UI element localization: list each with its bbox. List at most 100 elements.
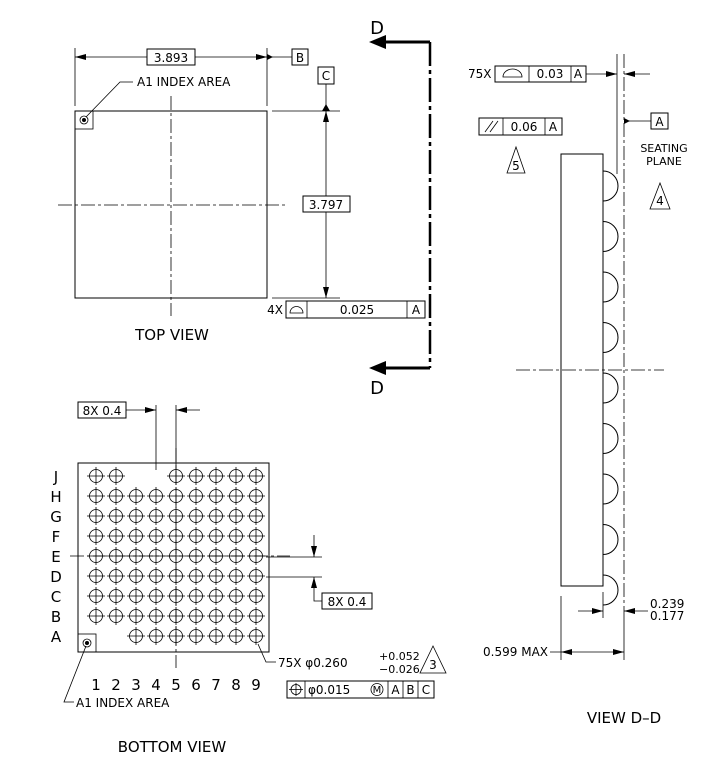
datum-b-triangle [267, 54, 273, 60]
solder-ball [127, 507, 145, 525]
solder-ball [87, 527, 105, 545]
solder-ball [227, 467, 245, 485]
solder-ball [207, 467, 225, 485]
col-label: 9 [251, 676, 261, 694]
solder-ball [227, 587, 245, 605]
section-arrow-top [369, 35, 386, 49]
ball-note-tol-plus: +0.052 [379, 650, 420, 663]
datum-b-text: B [296, 51, 304, 65]
max-height-arrow-left [561, 649, 572, 655]
solder-ball [127, 567, 145, 585]
solder-ball [147, 527, 165, 545]
solder-ball [107, 527, 125, 545]
solder-ball [187, 467, 205, 485]
solder-ball [227, 507, 245, 525]
side-solder-ball [602, 271, 619, 303]
solder-ball [187, 527, 205, 545]
solder-ball [207, 607, 225, 625]
seating-plane-label-1: SEATING [640, 142, 687, 155]
solder-ball [247, 507, 265, 525]
solder-ball [87, 507, 105, 525]
pitch-y-leader-bottom [313, 577, 322, 602]
bottom-a1-circle [82, 638, 92, 648]
side-view-label: VIEW D–D [587, 709, 661, 727]
col-label: 1 [91, 676, 101, 694]
max-height-arrow-right [613, 649, 624, 655]
height-dim-box [302, 195, 351, 213]
col-label: 8 [231, 676, 241, 694]
side-profile-arrow-right [624, 71, 635, 77]
flatness-count: 4X [267, 303, 283, 317]
ball-note-tol-minus: −0.026 [379, 663, 420, 676]
side-solder-ball [602, 423, 619, 454]
max-height-text: 0.599 MAX [483, 645, 548, 659]
pitch-x-arrow-right [176, 407, 187, 413]
pitch-y-arrow-bottom [311, 577, 317, 588]
side-profile-value: 0.03 [537, 67, 564, 81]
position-frame [286, 680, 435, 699]
col-label: 3 [131, 676, 141, 694]
datum-a-box [650, 112, 669, 130]
solder-ball [147, 487, 165, 505]
profile-surface-icon-side [502, 68, 523, 78]
solder-ball [107, 507, 125, 525]
pitch-x-arrow-left [145, 407, 156, 413]
side-solder-ball [602, 473, 619, 505]
solder-ball [127, 587, 145, 605]
solder-ball [87, 487, 105, 505]
ball-grid [70, 448, 290, 668]
col-label: 4 [151, 676, 161, 694]
ball-note-leader [257, 643, 276, 663]
note-3-text: 3 [429, 658, 437, 672]
datum-a-triangle [624, 118, 630, 124]
row-label: D [50, 568, 62, 586]
solder-ball [107, 587, 125, 605]
solder-ball [227, 527, 245, 545]
datum-c-box [317, 66, 335, 85]
solder-ball [227, 567, 245, 585]
index-area-leader [85, 81, 133, 118]
bottom-a1-dot [85, 641, 89, 645]
bottom-view-body [77, 462, 270, 653]
row-label: G [50, 508, 62, 526]
row-label: J [53, 468, 58, 486]
bottom-a1-marker [77, 633, 97, 653]
pitch-y-text: 8X 0.4 [328, 595, 367, 609]
solder-ball [187, 507, 205, 525]
side-view-balls [602, 170, 619, 606]
solder-ball [247, 627, 265, 645]
row-label: H [50, 488, 61, 506]
position-datum-b: B [406, 683, 414, 697]
solder-ball [107, 607, 125, 625]
seating-plane-label-2: PLANE [646, 155, 682, 168]
section-arrow-bottom [369, 361, 386, 375]
parallel-value: 0.06 [511, 120, 538, 134]
solder-ball [87, 607, 105, 625]
solder-ball [207, 527, 225, 545]
col-label: 7 [211, 676, 221, 694]
ball-height-arrow-right [624, 608, 635, 614]
ball-height-upper: 0.239 [650, 597, 684, 611]
col-label: 6 [191, 676, 201, 694]
bottom-index-leader [63, 645, 87, 703]
parallel-frame [478, 117, 563, 136]
solder-ball [207, 587, 225, 605]
ball-height-lower: 0.177 [650, 609, 684, 623]
position-modifier: M [373, 685, 382, 696]
solder-ball [107, 487, 125, 505]
bottom-index-label: A1 INDEX AREA [76, 696, 170, 710]
solder-ball [107, 467, 125, 485]
top-view-label: TOP VIEW [134, 326, 209, 344]
top-view: 3.893 B A1 INDEX AREA 3.797 C 4X 0.025 A… [58, 48, 426, 344]
solder-ball [87, 587, 105, 605]
solder-ball [127, 527, 145, 545]
height-arrow-bottom [323, 287, 329, 298]
width-arrow-right [256, 54, 267, 60]
solder-ball [147, 607, 165, 625]
solder-ball [87, 567, 105, 585]
side-profile-arrow-left [606, 71, 617, 77]
